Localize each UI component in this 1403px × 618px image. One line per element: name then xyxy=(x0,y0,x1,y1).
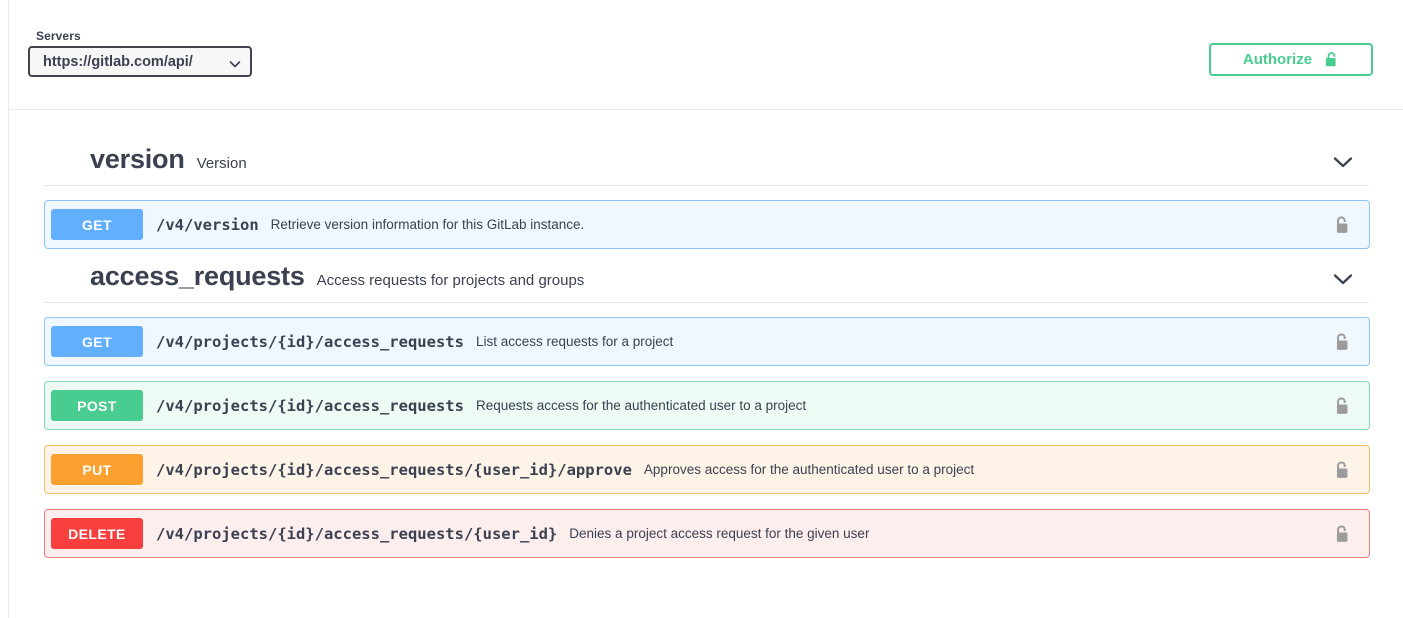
operation-path: /v4/projects/{id}/access_requests/{user_… xyxy=(156,524,558,543)
operation-row-get[interactable]: GET/v4/version Retrieve version informati… xyxy=(44,200,1370,249)
operation-summary: Retrieve version information for this Gi… xyxy=(270,217,585,232)
lock-open-icon[interactable] xyxy=(1333,215,1351,235)
tag-name: access_requests xyxy=(90,261,305,291)
chevron-down-icon[interactable] xyxy=(1330,269,1356,289)
operation-row-post[interactable]: POST/v4/projects/{id}/access_requests Req… xyxy=(44,381,1370,430)
server-select[interactable]: https://gitlab.com/api/ xyxy=(28,46,252,77)
lock-open-icon[interactable] xyxy=(1333,332,1351,352)
operation-summary: Denies a project access request for the … xyxy=(569,526,870,541)
tag-section: access_requests Access requests for proje… xyxy=(9,249,1403,558)
tag-header-access_requests[interactable]: access_requests Access requests for proje… xyxy=(44,249,1369,303)
operation-summary: Requests access for the authenticated us… xyxy=(475,398,807,413)
scheme-container: Servers https://gitlab.com/api/ Authoriz… xyxy=(9,0,1403,110)
operation-summary: List access requests for a project xyxy=(475,334,674,349)
method-badge: GET xyxy=(51,209,143,240)
operation-summary: Approves access for the authenticated us… xyxy=(643,462,975,477)
method-badge: PUT xyxy=(51,454,143,485)
authorize-button[interactable]: Authorize xyxy=(1209,43,1373,76)
operation-path: /v4/projects/{id}/access_requests xyxy=(156,332,464,351)
authorize-button-label: Authorize xyxy=(1242,51,1313,68)
chevron-down-icon xyxy=(229,58,241,68)
operation-path: /v4/version xyxy=(156,215,259,234)
lock-open-icon[interactable] xyxy=(1333,460,1351,480)
operation-row-get[interactable]: GET/v4/projects/{id}/access_requests List… xyxy=(44,317,1370,366)
authorize-wrap: Authorize xyxy=(1209,43,1373,76)
tag-name: version xyxy=(90,144,185,174)
operation-path: /v4/projects/{id}/access_requests xyxy=(156,396,464,415)
operation-path: /v4/projects/{id}/access_requests/{user_… xyxy=(156,460,632,479)
method-badge: GET xyxy=(51,326,143,357)
server-select-value: https://gitlab.com/api/ xyxy=(43,53,193,70)
tag-header-version[interactable]: version Version xyxy=(44,132,1369,186)
operations-list: GET/v4/projects/{id}/access_requests List… xyxy=(9,317,1403,558)
servers-label: Servers xyxy=(36,29,81,43)
chevron-down-icon[interactable] xyxy=(1330,152,1356,172)
method-badge: POST xyxy=(51,390,143,421)
left-border-rule xyxy=(8,0,9,618)
tag-description: Version xyxy=(196,155,247,172)
operation-row-put[interactable]: PUT/v4/projects/{id}/access_requests/{us… xyxy=(44,445,1370,494)
tag-description: Access requests for projects and groups xyxy=(316,272,585,289)
operation-row-delete[interactable]: DELETE/v4/projects/{id}/access_requests/… xyxy=(44,509,1370,558)
operations-list: GET/v4/version Retrieve version informati… xyxy=(9,200,1403,249)
servers-block: Servers https://gitlab.com/api/ xyxy=(28,29,252,77)
lock-open-icon xyxy=(1324,51,1339,68)
lock-open-icon[interactable] xyxy=(1333,396,1351,416)
method-badge: DELETE xyxy=(51,518,143,549)
lock-open-icon[interactable] xyxy=(1333,524,1351,544)
